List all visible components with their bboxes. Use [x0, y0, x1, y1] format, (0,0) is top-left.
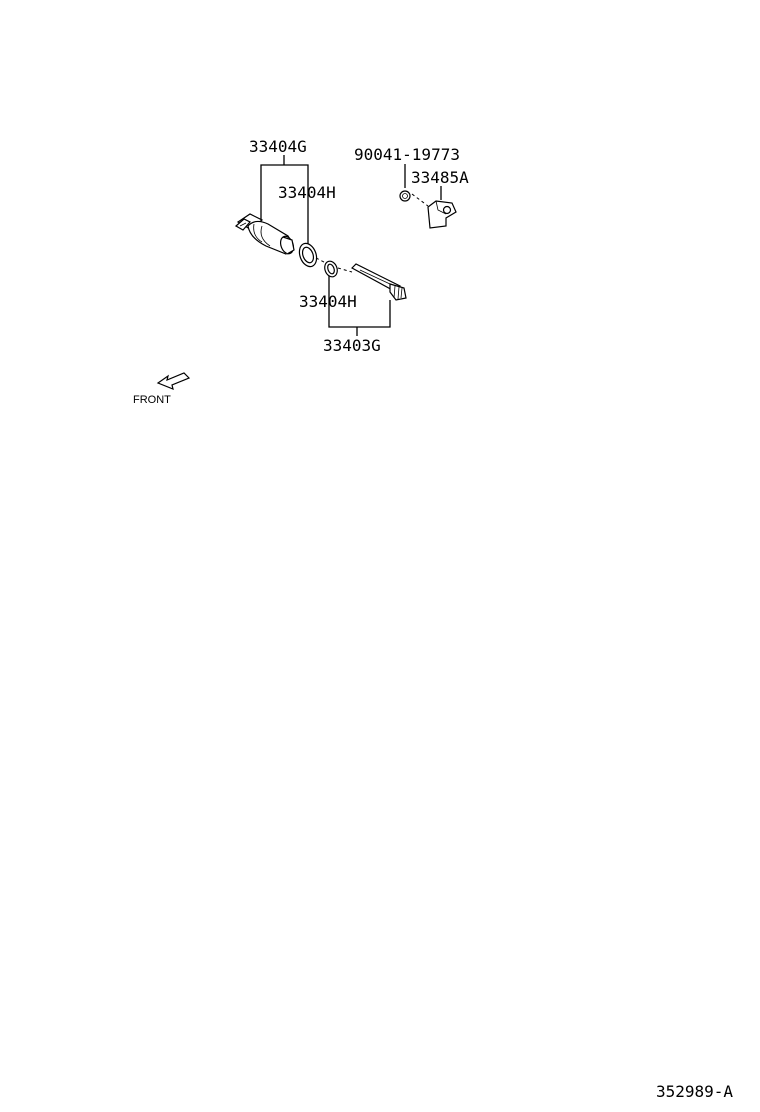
- o-ring-upper-part: [298, 242, 318, 268]
- illustration-code: 352989-A: [656, 1082, 733, 1101]
- shaft-part: [351, 263, 407, 301]
- alignment-dash-2: [337, 267, 353, 273]
- label-33403g: 33403G: [323, 336, 381, 355]
- alignment-dash-1: [315, 257, 329, 265]
- clamp-part: [427, 200, 457, 229]
- leader-33403g: [328, 274, 391, 336]
- leader-lines: [260, 155, 442, 336]
- leader-33404g: [260, 155, 309, 244]
- o-ring-lower-part: [324, 260, 338, 278]
- front-label: FRONT: [133, 394, 171, 406]
- front-direction-indicator: FRONT: [133, 372, 191, 406]
- front-arrow-icon: [156, 372, 191, 390]
- label-33404h-upper: 33404H: [278, 183, 336, 202]
- driven-gear-part: [234, 213, 295, 255]
- label-90041-19773: 90041-19773: [354, 145, 460, 164]
- bolt-part: [399, 190, 411, 202]
- alignment-dash-3: [411, 193, 429, 207]
- label-33485a: 33485A: [411, 168, 469, 187]
- label-33404g: 33404G: [249, 137, 307, 156]
- label-33404h-lower: 33404H: [299, 292, 357, 311]
